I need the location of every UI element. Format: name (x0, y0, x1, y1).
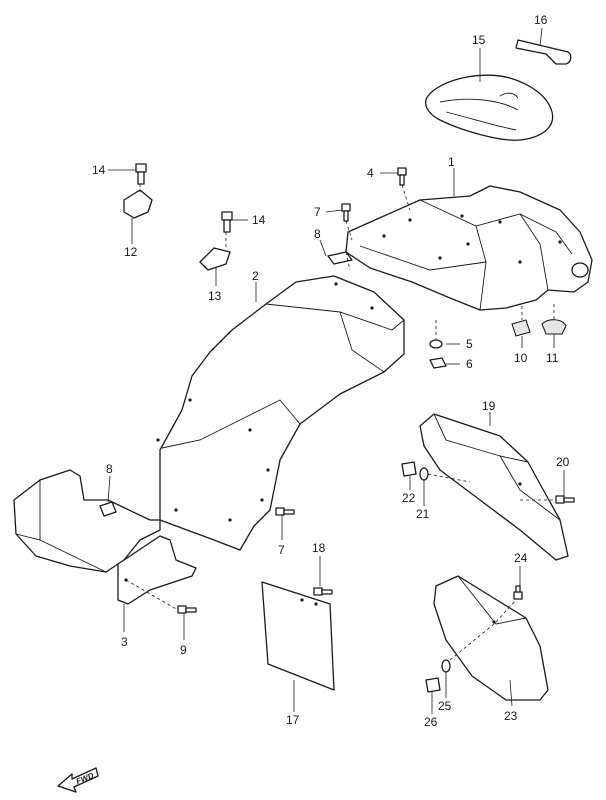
callout-21: 21 (416, 507, 430, 521)
part-24-bolt[interactable] (513, 585, 523, 600)
callout-20: 20 (556, 455, 570, 469)
part-22-nut[interactable] (401, 461, 417, 477)
callout-22: 22 (402, 491, 416, 505)
part-15-tool-bag[interactable] (425, 74, 554, 141)
part-17-mud-flap[interactable] (261, 581, 335, 691)
part-11-grommet[interactable] (541, 319, 567, 335)
part-16-strap[interactable] (515, 39, 572, 65)
leader-lines (107, 27, 565, 714)
callout-15: 15 (472, 33, 486, 47)
part-10-cushion[interactable] (511, 319, 531, 337)
part-2-rear-fender-front[interactable] (156, 275, 405, 551)
callout-7-lower: 7 (278, 543, 285, 557)
callout-6: 6 (466, 357, 473, 371)
callout-23: 23 (504, 709, 518, 723)
callout-3: 3 (121, 635, 128, 649)
part-23-reflector-plate[interactable] (433, 575, 549, 701)
part-14-bolt-left[interactable] (135, 163, 147, 185)
callout-8-lower: 8 (106, 462, 113, 476)
callout-10: 10 (514, 351, 528, 365)
callout-14-right: 14 (252, 213, 266, 227)
callout-26: 26 (424, 715, 438, 729)
callout-14-left: 14 (92, 163, 106, 177)
forward-label: FWD (75, 771, 95, 786)
callout-8-upper: 8 (314, 227, 321, 241)
callout-17: 17 (286, 713, 300, 727)
part-12-clamp[interactable] (123, 189, 153, 219)
callout-18: 18 (312, 541, 326, 555)
callout-11: 11 (546, 351, 559, 365)
callout-16: 16 (534, 13, 548, 27)
part-9-bolt[interactable] (177, 605, 197, 614)
part-4-bolt[interactable] (397, 167, 411, 211)
callout-2: 2 (252, 269, 259, 283)
forward-arrow-icon: FWD (57, 767, 99, 793)
part-18-bolt[interactable] (313, 587, 333, 596)
callout-25: 25 (438, 699, 452, 713)
part-6-nut[interactable] (429, 357, 447, 369)
part-7-bolt-lower[interactable] (275, 507, 295, 516)
part-7-bolt-upper[interactable] (341, 203, 353, 241)
callout-24: 24 (514, 551, 528, 565)
callout-19: 19 (482, 399, 496, 413)
part-14-bolt-right[interactable] (221, 211, 233, 233)
part-8-nut-upper[interactable] (327, 251, 353, 265)
callout-13: 13 (208, 289, 222, 303)
part-19-license-plate-bracket[interactable] (419, 413, 569, 561)
callout-4: 4 (367, 166, 374, 180)
callout-9: 9 (180, 643, 187, 657)
part-5-washer[interactable] (429, 339, 443, 349)
part-1-rear-fender[interactable] (345, 185, 593, 311)
part-8-nut-lower[interactable] (99, 501, 117, 517)
callout-1: 1 (448, 155, 455, 169)
callout-12: 12 (124, 245, 138, 259)
part-21-washer[interactable] (419, 467, 429, 481)
callout-7-upper: 7 (314, 205, 321, 219)
part-13-clamp[interactable] (199, 247, 231, 271)
callout-5: 5 (466, 337, 473, 351)
part-25-washer[interactable] (441, 659, 451, 673)
part-20-bolt[interactable] (555, 495, 575, 504)
part-26-nut[interactable] (425, 677, 441, 693)
